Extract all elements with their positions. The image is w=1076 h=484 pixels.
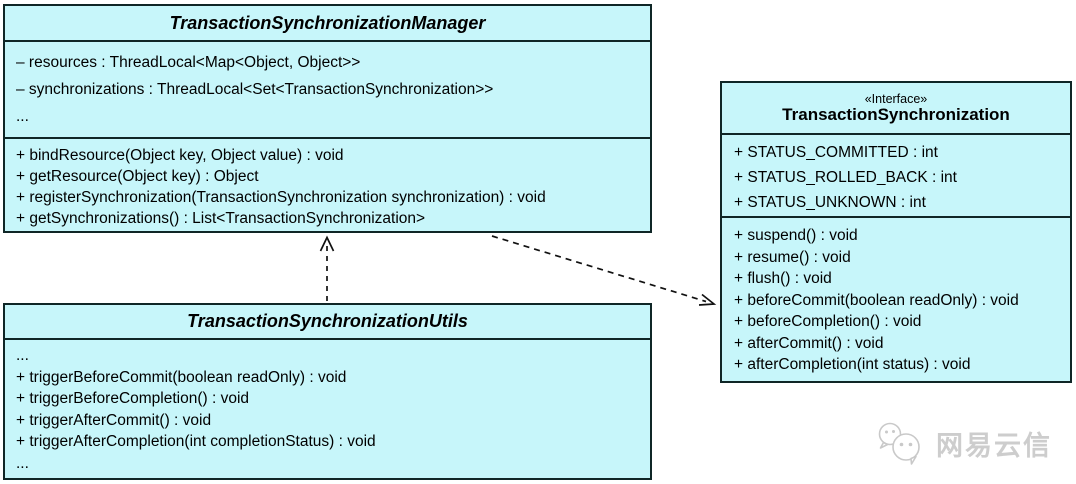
method-line: + afterCommit() : void <box>734 334 884 352</box>
methods-compartment: + bindResource(Object key, Object value)… <box>5 139 650 229</box>
interface-title-bar: «Interface» TransactionSynchronization <box>722 83 1070 135</box>
chat-bubbles-icon <box>878 422 920 465</box>
class-title: TransactionSynchronizationUtils <box>187 311 468 332</box>
class-transaction-synchronization-manager: TransactionSynchronizationManager – reso… <box>3 4 652 233</box>
method-line: + registerSynchronization(TransactionSyn… <box>16 189 546 206</box>
attribute-line: – resources : ThreadLocal<Map<Object, Ob… <box>16 54 361 71</box>
method-line: + afterCompletion(int status) : void <box>734 356 971 373</box>
methods-compartment: + suspend() : void + resume() : void + f… <box>722 218 1070 376</box>
class-transaction-synchronization-utils: TransactionSynchronizationUtils ... + tr… <box>3 303 652 480</box>
class-title-bar: TransactionSynchronizationUtils <box>5 305 650 340</box>
attributes-compartment: + STATUS_COMMITTED : int + STATUS_ROLLED… <box>722 135 1070 218</box>
attribute-line: + STATUS_UNKNOWN : int <box>734 194 926 211</box>
class-title-bar: TransactionSynchronizationManager <box>5 6 650 42</box>
method-line: + resume() : void <box>734 248 851 266</box>
method-line: + beforeCompletion() : void <box>734 313 922 330</box>
member-line: ... <box>16 454 29 472</box>
member-line: + triggerBeforeCommit(boolean readOnly) … <box>16 368 347 386</box>
watermark-text: 网易云信 <box>936 430 1052 461</box>
method-line: + flush() : void <box>734 270 832 287</box>
interface-transaction-synchronization: «Interface» TransactionSynchronization +… <box>720 81 1072 383</box>
member-line: + triggerAfterCompletion(int completionS… <box>16 433 376 450</box>
member-line: + triggerBeforeCompletion() : void <box>16 390 250 407</box>
method-line: + suspend() : void <box>734 227 858 244</box>
method-line: + bindResource(Object key, Object value)… <box>16 147 344 164</box>
dependency-manager-to-synchronization <box>491 235 717 306</box>
attribute-line: + STATUS_COMMITTED : int <box>734 144 938 161</box>
members-compartment: ... + triggerBeforeCommit(boolean readOn… <box>5 340 650 474</box>
watermark: 网易云信 <box>875 420 1052 466</box>
method-line: + getResource(Object key) : Object <box>16 168 259 185</box>
attribute-line: + STATUS_ROLLED_BACK : int <box>734 169 957 186</box>
method-line: + beforeCommit(boolean readOnly) : void <box>734 291 1019 309</box>
attribute-line: – synchronizations : ThreadLocal<Set<Tra… <box>16 81 494 98</box>
attribute-line: ... <box>16 108 29 125</box>
dependency-utils-to-manager <box>319 235 335 301</box>
member-line: ... <box>16 347 29 364</box>
class-title: TransactionSynchronizationManager <box>169 12 486 33</box>
method-line: + getSynchronizations() : List<Transacti… <box>16 210 426 227</box>
interface-stereotype: «Interface» <box>864 91 928 106</box>
attributes-compartment: – resources : ThreadLocal<Map<Object, Ob… <box>5 42 650 139</box>
member-line: + triggerAfterCommit() : void <box>16 411 212 429</box>
interface-title: TransactionSynchronization <box>782 104 1010 124</box>
